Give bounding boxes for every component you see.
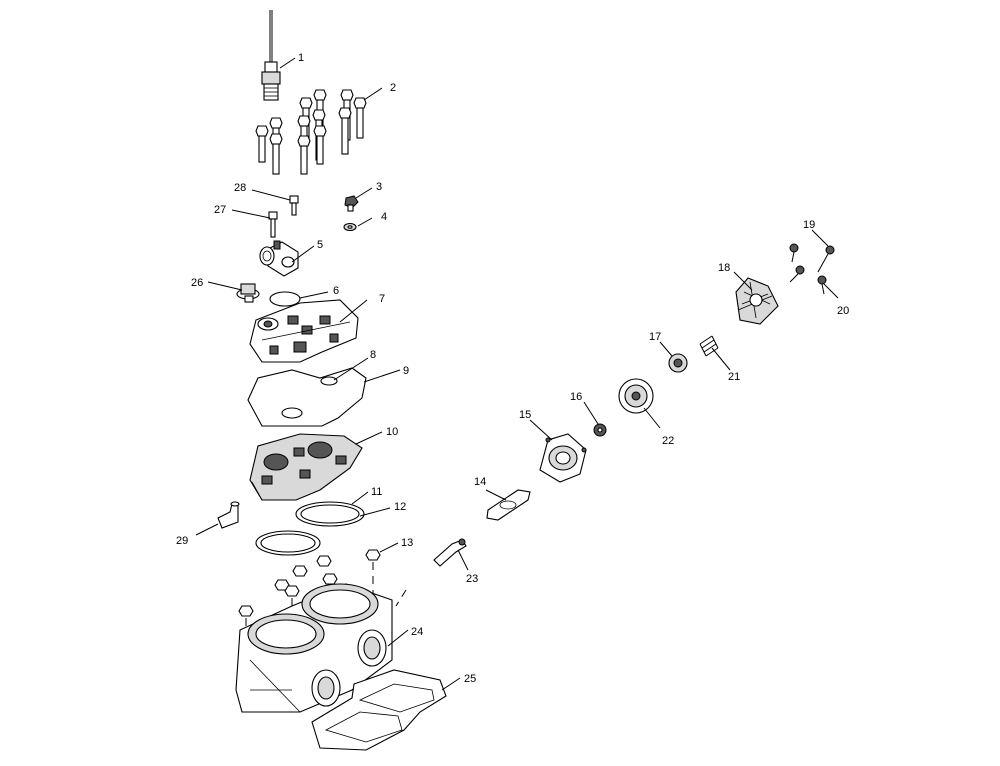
callout-12: 12	[394, 501, 406, 513]
part-26-thermostat	[236, 283, 260, 303]
callout-14: 14	[474, 476, 486, 488]
part-4-washer	[343, 222, 357, 232]
part-21-spring	[699, 335, 719, 357]
part-13-nuts	[238, 549, 407, 660]
part-5-thermostat-housing	[259, 240, 299, 277]
callout-26: 26	[191, 277, 203, 289]
part-20-screw	[817, 275, 827, 295]
callout-22: 22	[662, 435, 674, 447]
callout-15: 15	[519, 409, 531, 421]
callout-21: 21	[728, 371, 740, 383]
part-2-head-bolts	[255, 89, 367, 175]
part-1-temp-sensor	[261, 10, 281, 101]
part-28-bolt	[289, 195, 299, 216]
part-23-drain-valve	[433, 538, 467, 567]
callout-3: 3	[376, 181, 382, 193]
callout-19: 19	[803, 219, 815, 231]
part-19-screws	[789, 243, 835, 283]
part-3-screw	[344, 195, 359, 212]
callout-labels: 1 2 3 4 5 6 7 8 9 10 11 12 13 14 15 16 1…	[176, 52, 849, 685]
bolt	[353, 97, 367, 139]
part-6-o-ring	[269, 291, 301, 307]
callout-9: 9	[403, 365, 409, 377]
callout-8: 8	[370, 349, 376, 361]
part-24-cylinder-block	[235, 583, 393, 713]
part-10-cylinder-head	[249, 433, 363, 501]
callout-16: 16	[570, 391, 582, 403]
callout-4: 4	[381, 211, 387, 223]
callout-11: 11	[371, 486, 382, 498]
part-11-12-gaskets	[255, 501, 365, 556]
callout-2: 2	[390, 82, 396, 94]
callout-7: 7	[379, 293, 385, 305]
callout-1: 1	[298, 52, 304, 64]
leader-lines	[195, 57, 839, 691]
part-15-valve-housing	[539, 433, 587, 483]
bolt	[269, 133, 283, 175]
part-29-elbow-fitting	[217, 501, 240, 529]
bolt	[297, 135, 311, 175]
callout-29: 29	[176, 535, 188, 547]
part-8-9-head-gasket	[247, 367, 367, 427]
callout-25: 25	[464, 673, 476, 685]
bolt	[255, 125, 269, 163]
callout-24: 24	[411, 626, 423, 638]
callout-20: 20	[837, 305, 849, 317]
part-25-base-gasket	[311, 669, 447, 751]
part-17-piston	[668, 353, 688, 373]
callout-6: 6	[333, 285, 339, 297]
bolt	[338, 107, 352, 155]
callout-5: 5	[317, 239, 323, 251]
bolt	[313, 125, 327, 165]
callout-13: 13	[401, 537, 413, 549]
callout-27: 27	[214, 204, 226, 216]
part-16-washer	[593, 423, 607, 437]
callout-28: 28	[234, 182, 246, 194]
callout-17: 17	[649, 331, 661, 343]
part-7-head-cover	[249, 299, 359, 363]
part-27-bolt	[268, 211, 278, 238]
callout-10: 10	[386, 426, 398, 438]
callout-23: 23	[466, 573, 478, 585]
part-22-diaphragm	[618, 378, 654, 414]
part-18-cover	[735, 277, 779, 325]
callout-18: 18	[718, 262, 730, 274]
part-14-gasket	[486, 489, 531, 521]
